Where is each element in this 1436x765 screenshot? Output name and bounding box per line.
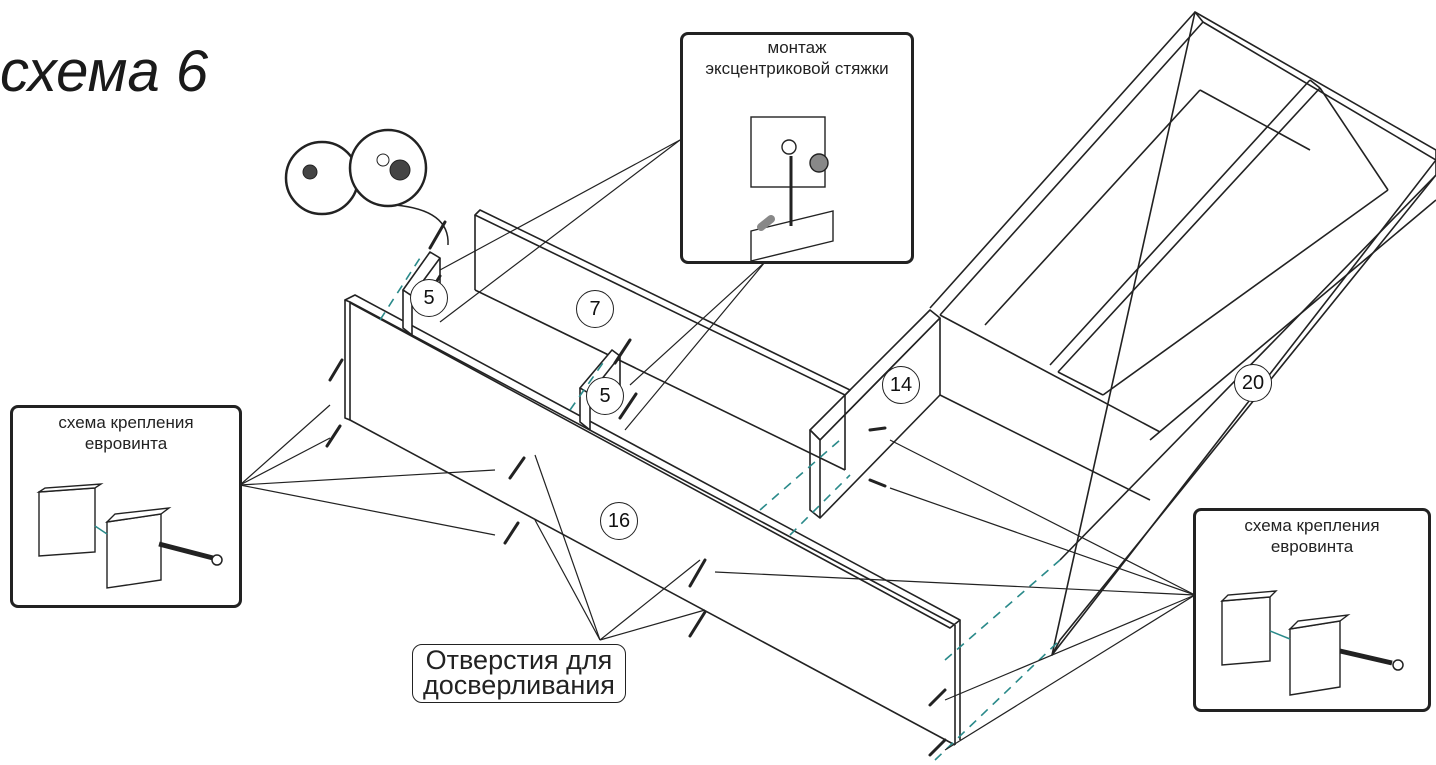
euro-right-illustration bbox=[1220, 590, 1404, 696]
part-label-5b: 5 bbox=[586, 377, 624, 415]
cam-detail-callouts bbox=[284, 128, 449, 246]
euro-left-illustration bbox=[36, 483, 223, 589]
euro-left-title: схема крепления евровинта bbox=[58, 413, 194, 453]
note-line-1: Отверстия для bbox=[425, 645, 613, 675]
eurosrew-inset-right: схема крепления евровинта bbox=[1193, 508, 1431, 712]
carcass-panel-20 bbox=[929, 11, 1436, 656]
part-label-14: 14 bbox=[882, 366, 920, 404]
part-label-7: 7 bbox=[576, 290, 614, 328]
part-label-5a: 5 bbox=[410, 279, 448, 317]
eccentric-coupling-inset: монтаж эксцентриковой стяжки bbox=[680, 32, 914, 264]
long-panel-16 bbox=[344, 294, 961, 746]
part-label-20: 20 bbox=[1234, 364, 1272, 402]
part-label-16: 16 bbox=[600, 502, 638, 540]
drilling-holes-note: Отверстия для досверливания bbox=[412, 644, 626, 703]
euro-right-title: схема крепления евровинта bbox=[1244, 516, 1380, 556]
long-panel-7 bbox=[474, 209, 851, 471]
eccentric-inset-title: монтаж эксцентриковой стяжки bbox=[705, 38, 889, 78]
scheme-title: схема 6 bbox=[0, 39, 209, 104]
note-line-2: досверливания bbox=[423, 670, 615, 700]
eurosrew-inset-left: схема крепления евровинта bbox=[10, 405, 242, 608]
side-panel-14 bbox=[809, 309, 1151, 519]
eccentric-illustration bbox=[750, 116, 834, 261]
